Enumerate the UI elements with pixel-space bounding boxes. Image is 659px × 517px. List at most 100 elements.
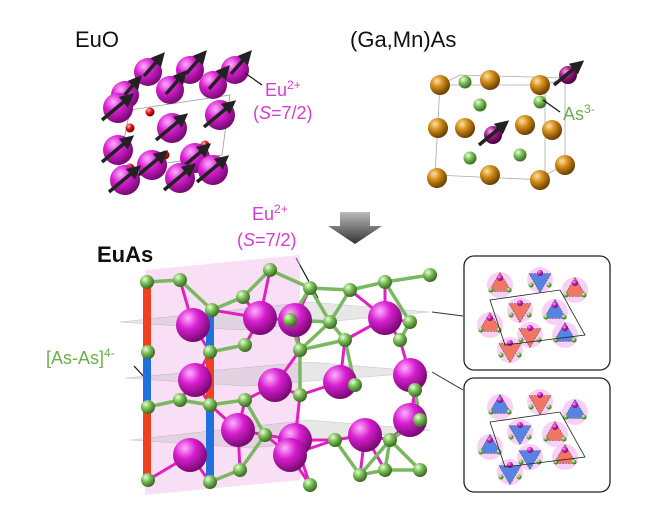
eu-atom	[178, 363, 212, 397]
as-atom	[283, 313, 297, 327]
as-atom	[203, 475, 217, 489]
as-atom	[536, 337, 542, 343]
as-triangle	[563, 276, 587, 297]
ga-atom	[480, 165, 500, 185]
as-atom	[506, 409, 512, 415]
as-atom	[563, 292, 569, 298]
gamnas-title: (Ga,Mn)As	[350, 27, 456, 52]
as-atom	[543, 436, 549, 442]
as-atom	[323, 315, 337, 329]
as-triangle	[488, 271, 512, 292]
as-atom	[141, 345, 155, 359]
spin-arrow-icon	[100, 135, 135, 164]
eu-atom	[517, 422, 523, 428]
as-atom	[478, 449, 484, 455]
eu-atom	[221, 413, 255, 447]
eu-atom	[348, 418, 382, 452]
as-atom	[516, 474, 522, 480]
as-atom	[343, 283, 357, 297]
o-atom	[125, 123, 135, 133]
cell-edge	[459, 74, 566, 79]
euas-eu-label: Eu2+	[252, 202, 288, 224]
euas-title: EuAs	[97, 242, 153, 267]
as-atom	[513, 148, 527, 162]
eu-atom	[507, 340, 513, 346]
as-atom	[293, 388, 307, 402]
as-atom	[571, 337, 577, 343]
spin-arrow-icon	[552, 60, 585, 87]
eu-atom	[487, 437, 493, 443]
eu-atom	[176, 308, 210, 342]
as-as-bond	[388, 438, 422, 472]
ga-atom	[430, 75, 450, 95]
spin-arrow-icon	[100, 93, 135, 122]
eu-atom	[572, 402, 578, 408]
spin-arrow-icon	[229, 50, 252, 76]
as-atom	[413, 413, 427, 427]
eu-atom	[527, 325, 533, 331]
eu-atom	[552, 424, 558, 430]
as-atom	[238, 393, 252, 407]
as-atom	[543, 314, 549, 320]
as-atom	[546, 404, 552, 410]
eu-atom	[393, 358, 427, 392]
eu-pointer-line	[244, 72, 263, 86]
as-atom	[488, 287, 494, 293]
dimer-label: [As-As]4-	[46, 346, 115, 368]
as-atom	[303, 281, 317, 295]
as-atom	[536, 459, 542, 465]
as-as-bond	[358, 438, 392, 477]
spin-arrow-icon	[195, 155, 230, 184]
spin-arrow-icon	[142, 52, 165, 78]
as-as-bond	[333, 438, 362, 477]
as-atom	[516, 352, 522, 358]
spin-arrow-icon	[164, 70, 187, 96]
spin-arrow-icon	[477, 120, 510, 147]
as-atom	[458, 75, 472, 89]
inset-layers	[477, 267, 588, 486]
as-atom	[413, 463, 427, 477]
ga-atom	[530, 170, 550, 190]
as-atom	[408, 383, 422, 397]
as-atom	[378, 275, 392, 289]
as-as-bond	[178, 278, 214, 312]
spin-arrow-icon	[207, 65, 230, 91]
as-as-bond	[383, 281, 412, 323]
as-atom	[205, 303, 219, 317]
eu-atom	[368, 301, 402, 335]
as-atom	[263, 263, 277, 277]
as-triangle	[508, 303, 532, 324]
as-atom	[561, 314, 567, 320]
eu-atom	[537, 270, 543, 276]
ga-atom	[428, 118, 448, 138]
euas-crystal-structure	[119, 255, 437, 495]
as-triangle	[518, 328, 542, 349]
eu-atom	[393, 403, 427, 437]
as-pointer-line	[542, 99, 561, 113]
as-atom	[393, 333, 407, 347]
o-atom	[145, 107, 155, 117]
as-atom	[571, 459, 577, 465]
eu-atom	[323, 365, 357, 399]
as-as-bond	[299, 338, 346, 352]
as-atom	[423, 268, 437, 282]
as-atom	[533, 95, 547, 109]
as-atom	[518, 337, 524, 343]
as-atom	[526, 312, 532, 318]
as-triangle	[528, 395, 552, 416]
euo-spin-label: (S=7/2)	[253, 103, 313, 123]
eu-atom	[497, 275, 503, 281]
inset-pointer-bottom	[431, 371, 464, 391]
as-atom	[508, 312, 514, 318]
as-atom	[258, 428, 272, 442]
as-atom	[518, 459, 524, 465]
euas-panel: EuAs Eu2+ (S=7/2) [As-As]4-	[46, 202, 611, 495]
as-atom	[293, 343, 307, 357]
unit-cell	[489, 411, 586, 468]
as-triangle	[518, 450, 542, 471]
as-atom	[236, 290, 250, 304]
ga-atom	[480, 70, 500, 90]
spin-arrow-icon	[162, 163, 197, 192]
as-atom	[378, 463, 392, 477]
as-atom	[141, 400, 155, 414]
